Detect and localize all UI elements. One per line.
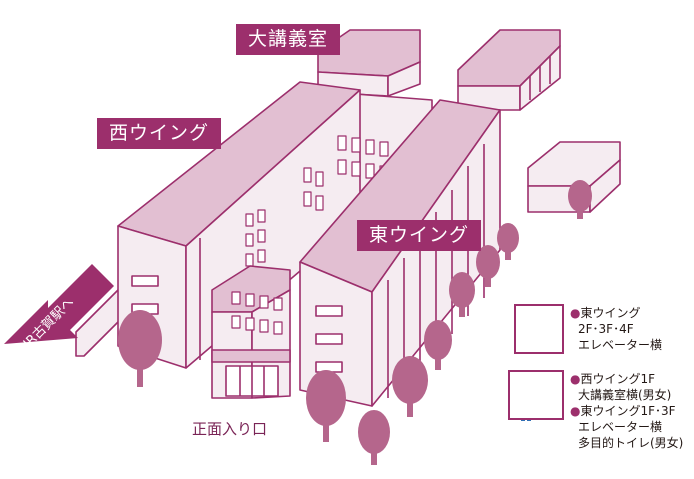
legend-box-both [508, 370, 564, 420]
central-block [211, 265, 291, 399]
tree-icon [392, 356, 428, 417]
legend-both-text: ●西ウイング1F 大講義室横(男女) ●東ウイング1F･3F エレベーター横 多… [570, 372, 684, 450]
front-entrance-label: 正面入り口 [192, 420, 268, 438]
legend-both-item2-line-1: 東ウイング1F･3F [580, 404, 676, 418]
east-wing-building [299, 99, 501, 407]
west-wing-label: 西ウイング [97, 118, 222, 149]
left-arrow-icon [4, 264, 114, 344]
tree-icon [449, 272, 475, 317]
legend-women-line-1: 東ウイング [580, 306, 641, 320]
legend-both-item2-line-2: エレベーター横 [578, 420, 663, 434]
legend-women-text: ●東ウイング 2F･3F･4F エレベーター横 [570, 306, 663, 352]
legend-women-line-3: エレベーター横 [578, 338, 663, 352]
legend-both-item2-line-3: 多目的トイレ(男女) [578, 436, 684, 450]
legend-women-line-2: 2F･3F･4F [578, 322, 634, 336]
tree-icon [306, 370, 346, 442]
legend-both-item1-line-2: 大講義室横(男女) [578, 388, 672, 402]
tree-icon [568, 180, 592, 219]
lecture-hall-label: 大講義室 [236, 24, 341, 55]
tree-icon [497, 223, 519, 260]
tree-icon [118, 310, 162, 387]
annex-building-right [457, 29, 561, 111]
legend-both-item1-line-1: 西ウイング1F [580, 372, 656, 386]
tree-group [118, 180, 592, 465]
tree-icon [358, 410, 390, 465]
legend-box-women [514, 304, 564, 354]
tree-icon [424, 320, 452, 370]
tree-icon [476, 245, 500, 287]
east-wing-label: 東ウイング [357, 220, 482, 251]
